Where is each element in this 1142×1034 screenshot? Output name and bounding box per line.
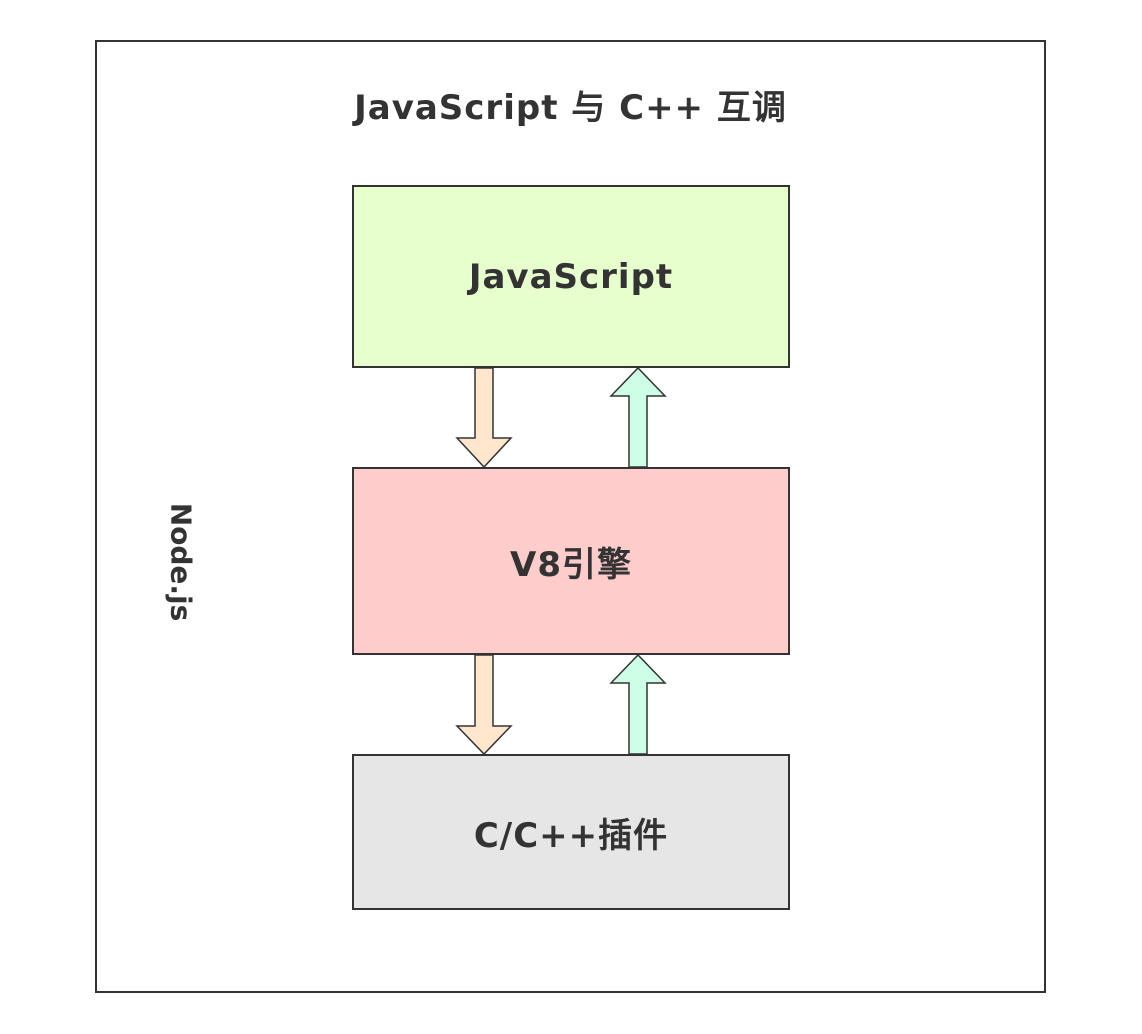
v8-engine-layer-box: V8引擎 [352,467,790,655]
nodejs-label: Node.js [164,502,198,622]
javascript-layer-box: JavaScript [352,185,790,368]
arrow-up-v8-to-js [609,366,667,468]
v8-engine-layer-label: V8引擎 [510,544,632,585]
cpp-addon-layer-box: C/C++插件 [352,754,790,910]
diagram-title: JavaScript 与 C++ 互调 [354,88,787,128]
arrow-up-cpp-to-v8 [609,653,667,755]
javascript-layer-label: JavaScript [468,256,674,297]
arrow-down-v8-to-cpp [455,654,513,756]
arrow-down-js-to-v8 [455,367,513,469]
cpp-addon-layer-label: C/C++插件 [473,815,669,856]
